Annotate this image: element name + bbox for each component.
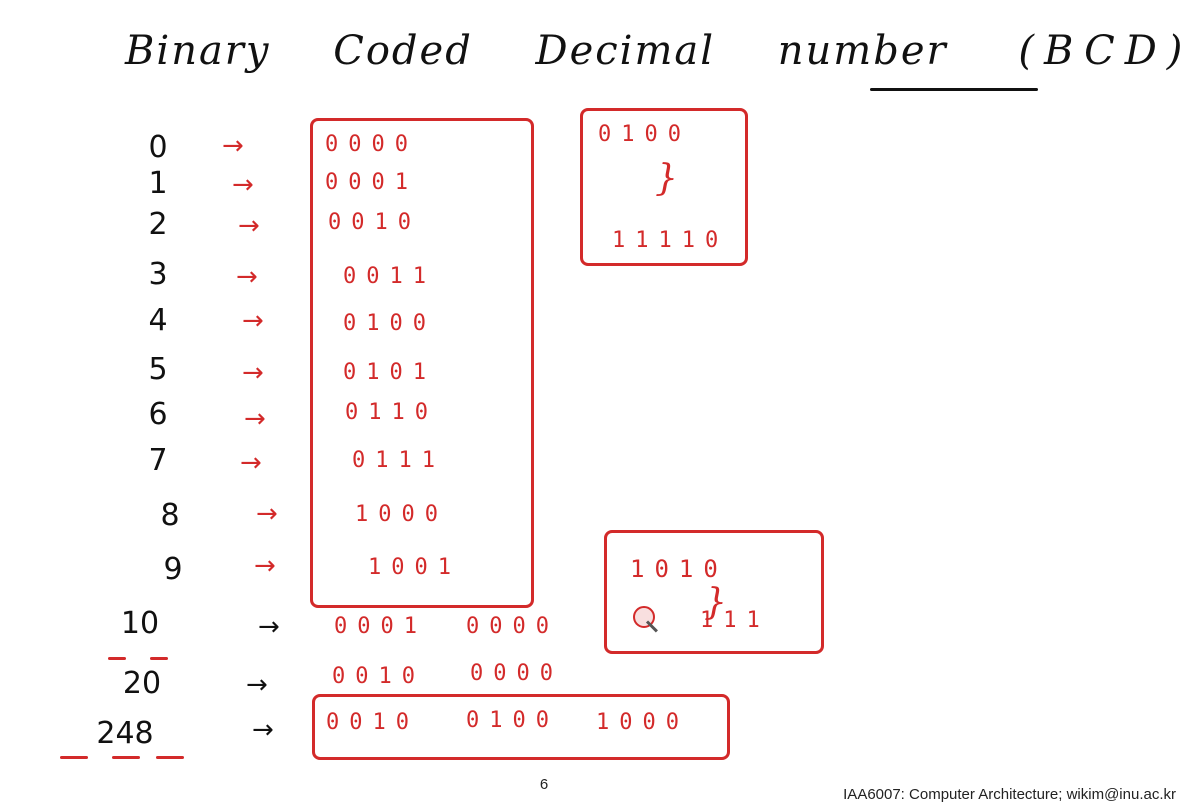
title-word-number: number: [777, 28, 948, 74]
bcd-code: 0100: [343, 311, 436, 336]
bcd-code: 0001: [325, 170, 418, 195]
decimal-digit: 3: [148, 257, 168, 292]
decimal-digit: 8: [160, 498, 180, 533]
digit-underline: [150, 657, 168, 660]
arrow-icon: →: [252, 715, 274, 745]
arrow-icon: →: [222, 131, 244, 161]
digit-underline: [108, 657, 126, 660]
arrow-icon: →: [242, 358, 264, 388]
pen-cursor-icon: [633, 606, 655, 628]
arrow-icon: →: [254, 551, 276, 581]
decimal-digit: 5: [148, 352, 168, 387]
arrow-icon: →: [256, 499, 278, 529]
decimal-digit: 0: [148, 130, 168, 165]
arrow-icon: →: [242, 306, 264, 336]
title-underline: [870, 88, 1038, 91]
bcd-code: 1000: [596, 710, 689, 735]
footer-credit: IAA6007: Computer Architecture; wikim@in…: [843, 786, 1176, 803]
decimal-number: 10: [120, 606, 160, 641]
bcd-code: 0110: [345, 400, 438, 425]
bcd-code: 0011: [343, 264, 436, 289]
title-word-binary: Binary: [125, 28, 271, 74]
unused-code-last: 11110: [612, 228, 729, 253]
bcd-code: 0010: [328, 210, 421, 235]
arrow-icon: →: [238, 211, 260, 241]
bcd-code: 0111: [352, 448, 445, 473]
bcd-table-box: [310, 118, 534, 608]
decimal-digit: 9: [163, 552, 183, 587]
unused-codes-box-lower: [604, 530, 824, 654]
unused-code-first: 1010: [630, 555, 728, 583]
arrow-icon: →: [236, 262, 258, 292]
bcd-code: 0010: [332, 664, 425, 689]
decimal-digit: 2: [148, 207, 168, 242]
arrow-icon: →: [258, 612, 280, 642]
bcd-code: 0000: [325, 132, 418, 157]
decimal-number: 20: [122, 666, 162, 701]
decimal-number: 248: [96, 716, 154, 751]
arrow-icon: →: [244, 404, 266, 434]
arrow-icon: →: [240, 448, 262, 478]
bcd-code: 0010: [326, 710, 419, 735]
bcd-248-box: [312, 694, 730, 760]
decimal-digit: 4: [148, 303, 168, 338]
title-abbreviation: (BCD): [1018, 28, 1188, 74]
bcd-code: 1001: [368, 555, 461, 580]
decimal-digit: 7: [148, 443, 168, 478]
unused-codes-box-upper: [580, 108, 748, 266]
slide-title: Binary Coded Decimal number (BCD): [125, 28, 1188, 74]
decimal-digit: 1: [148, 166, 168, 201]
digit-underline: [112, 756, 140, 759]
title-word-decimal: Decimal: [535, 28, 716, 74]
bcd-code: 1000: [355, 502, 448, 527]
unused-code-first: 0100: [598, 122, 691, 147]
bcd-code: 0000: [466, 614, 559, 639]
digit-underline: [156, 756, 184, 759]
digit-underline: [60, 756, 88, 759]
bcd-code: 0101: [343, 360, 436, 385]
arrow-icon: →: [246, 670, 268, 700]
unused-code-last: 111: [700, 608, 770, 633]
decimal-digit: 6: [148, 397, 168, 432]
title-word-coded: Coded: [333, 28, 473, 74]
arrow-icon: →: [232, 170, 254, 200]
page-number: 6: [539, 776, 549, 793]
bcd-code: 0100: [466, 708, 559, 733]
range-brace: }: [704, 582, 727, 623]
bcd-code: 0001: [334, 614, 427, 639]
range-brace: }: [655, 158, 678, 199]
bcd-code: 0000: [470, 661, 563, 686]
